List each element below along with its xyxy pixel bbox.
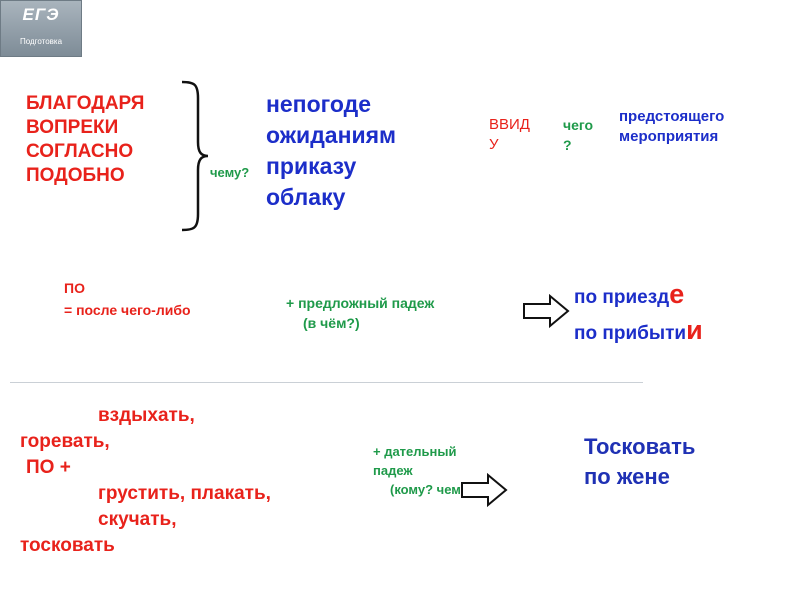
example-predstoyashchego: предстоящего мероприятия	[619, 107, 724, 147]
vvidu-line1: ВВИД	[489, 116, 530, 133]
po-case: + предложный падеж (в чём?)	[286, 293, 434, 333]
noun-nepogode: непогоде	[266, 91, 372, 117]
po-meaning-text: = после чего-либо	[64, 302, 191, 318]
arrow-right-icon-2	[461, 473, 508, 508]
noun-list: непогоде ожиданиям приказу облаку	[266, 89, 396, 213]
preposition-list: БЛАГОДАРЯ ВОПРЕКИ СОГЛАСНО ПОДОБНО	[26, 92, 144, 188]
logo-subtitle: Подготовка	[19, 37, 63, 46]
verb-line6: тосковать	[20, 535, 115, 556]
chego-line2: ?	[563, 137, 572, 153]
noun-prikazu: приказу	[266, 153, 357, 179]
preposition-podobno: ПОДОБНО	[26, 165, 125, 186]
question-chego: чего ?	[563, 115, 594, 155]
bracket-icon	[181, 80, 209, 232]
verb-list: вздыхать, горевать, ПО + грустить, плака…	[20, 403, 380, 559]
noun-oblaku: облаку	[266, 184, 346, 210]
logo-title: ЕГЭ	[22, 5, 60, 24]
dative-line3: (кому? чему?)	[390, 482, 481, 497]
chego-line1: чего	[563, 117, 594, 133]
verb-line3: ПО +	[26, 457, 71, 478]
question-chemu: чему?	[210, 165, 250, 180]
vvidu-line2: У	[489, 136, 499, 153]
example-line1: Тосковать	[584, 434, 696, 459]
predstoyashchego-line2: мероприятия	[619, 128, 719, 145]
po-label: ПО	[64, 280, 85, 296]
noun-ozhidaniyam: ожиданиям	[266, 122, 397, 148]
po-examples: по приезде по прибытии	[574, 278, 703, 350]
dative-line2: падеж	[373, 463, 413, 478]
divider	[10, 382, 643, 383]
verb-line4: грустить, плакать,	[98, 483, 271, 504]
dative-case: + дательный падеж (кому? чему?)	[373, 442, 533, 499]
po-case-line2: (в чём?)	[303, 315, 360, 331]
predstoyashchego-line1: предстоящего	[619, 108, 725, 125]
example-line2: по жене	[584, 464, 670, 489]
preposition-vvidu: ВВИД У	[489, 115, 549, 155]
verb-line1: вздыхать,	[98, 405, 195, 426]
example-po-priezde: по приезде	[574, 279, 685, 309]
po-meaning: ПО = после чего-либо	[64, 277, 191, 321]
dative-line1: + дательный	[373, 444, 457, 459]
example-po-pribytii: по прибытии	[574, 315, 703, 345]
verb-line2: горевать,	[20, 431, 110, 452]
verb-line5: скучать,	[98, 509, 177, 530]
po-case-line1: + предложный падеж	[286, 295, 435, 311]
preposition-vopreki: ВОПРЕКИ	[26, 117, 119, 138]
preposition-soglasno: СОГЛАСНО	[26, 141, 134, 162]
preposition-blagodarya: БЛАГОДАРЯ	[26, 93, 145, 114]
ege-logo: ЕГЭ Подготовка	[0, 0, 82, 57]
example-toskovat: Тосковать по жене	[584, 432, 695, 492]
arrow-right-icon	[523, 294, 570, 329]
